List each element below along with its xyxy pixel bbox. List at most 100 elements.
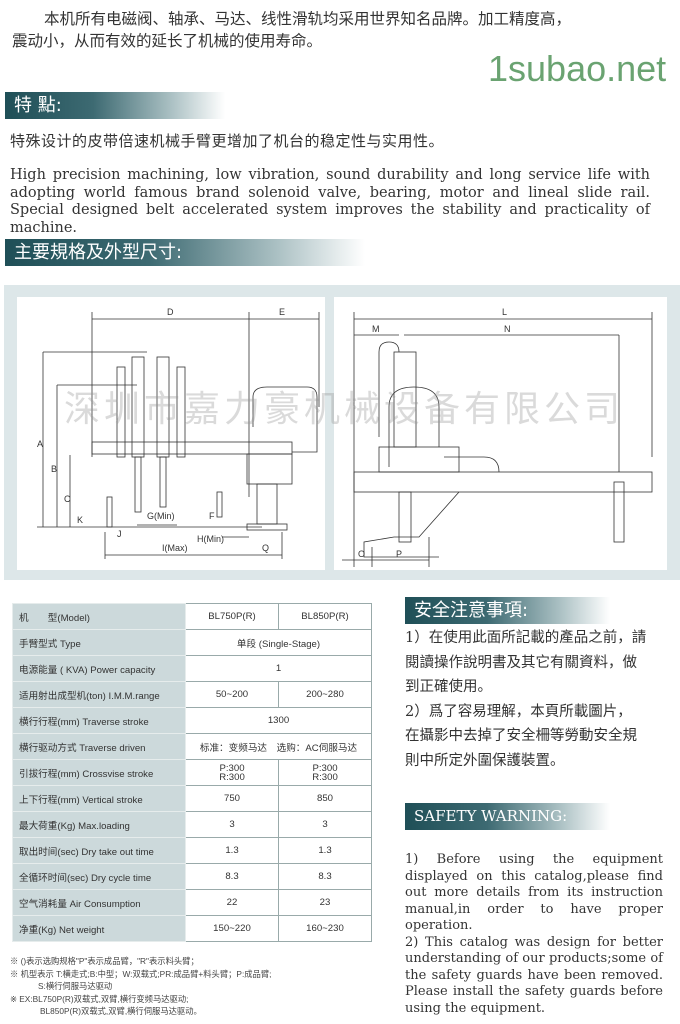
cell: 1.3 [185, 837, 279, 864]
cell: 160~230 [277, 915, 373, 942]
note-line: BL850P(R)双载式,双臂,横行伺服马达驱动。 [40, 1006, 202, 1016]
svg-text:E: E [279, 307, 285, 317]
cell: 850 [277, 785, 373, 812]
safety-line: 則中所定外圍保護裝置。 [405, 752, 565, 769]
site-watermark: 1subao.net [488, 48, 667, 89]
dimension-diagram: D E A B C K J G(Min) F H(Min) I(Max) Q [4, 285, 680, 580]
safety-line: 在攝影中去掉了安全柵等勞動安全規 [405, 728, 637, 744]
cell-line: R:300 [219, 771, 245, 783]
svg-text:C: C [64, 494, 71, 504]
en-line: adopting world famous brand solenoid val… [10, 184, 650, 201]
intro-text: 本机所有电磁阀、轴承、马达、线性滑轨均采用世界知名品牌。加工精度高， 震动小，从… [12, 8, 612, 52]
svg-text:L: L [502, 307, 507, 317]
safety-paragraph: 2) This catalog was design for better un… [405, 934, 663, 1016]
features-heading: 特 點: [5, 92, 225, 119]
table-row: 机 型(Model)BL750P(R)BL850P(R) [12, 603, 373, 630]
row-label: 横行行程(mm) Traverse stroke [12, 707, 186, 734]
safety-line: 2）爲了容易理解，本頁所載圖片， [405, 703, 632, 720]
svg-text:P: P [396, 549, 402, 559]
intro-line: 本机所有电磁阀、轴承、马达、线性滑轨均采用世界知名品牌。加工精度高， [44, 10, 572, 28]
model-850: BL850P(R) [277, 603, 373, 630]
cell: 8.3 [277, 863, 373, 890]
table-notes: ※ ()表示选购规格"P"表示成品臂，"R"表示料头臂； ※ 机型表示 T:横走… [10, 955, 271, 1018]
svg-text:J: J [117, 529, 122, 539]
row-label: 引拔行程(mm) Crossvise stroke [12, 759, 186, 786]
cell: 8.3 [185, 863, 279, 890]
model-750: BL750P(R) [185, 603, 279, 630]
svg-text:B: B [51, 464, 57, 474]
svg-text:M: M [372, 324, 380, 334]
svg-text:K: K [77, 515, 83, 525]
svg-text:Q: Q [262, 543, 269, 553]
note-line: S:横行伺服马达驱动 [38, 981, 113, 991]
safety-line: 閱讀操作說明書及其它有關資料，做 [405, 654, 637, 671]
cell: 200~280 [277, 681, 373, 708]
row-label: 适用射出成型机(ton) I.M.M.range [12, 681, 186, 708]
note-line: ※ ()表示选购规格"P"表示成品臂，"R"表示料头臂； [10, 956, 199, 966]
svg-text:F: F [209, 511, 215, 521]
cell: 3 [277, 811, 373, 838]
cell: 750 [185, 785, 279, 812]
svg-text:A: A [37, 439, 43, 449]
cell: 22 [185, 889, 279, 916]
safety-cn-heading: 安全注意事項: [405, 597, 610, 624]
safety-cn-text: 1）在使用此面所記載的產品之前，請 閱讀操作說明書及其它有關資料，做 到正確使用… [405, 626, 665, 773]
row-label: 取出时间(sec) Dry take out time [12, 837, 186, 864]
row-label: 净重(Kg) Net weight [12, 915, 186, 942]
side-view: D E A B C K J G(Min) F H(Min) I(Max) Q [17, 297, 325, 570]
cell: 150~220 [185, 915, 279, 942]
row-label: 手臂型式 Type [12, 629, 186, 656]
cell: 标准：变频马达 选购：AC伺服马达 [185, 733, 372, 760]
front-view: L M N O P [334, 297, 667, 570]
en-line: Special designed belt accelerated system… [10, 202, 650, 236]
company-watermark: 深圳市嘉力豪机械设备有限公司 [64, 389, 625, 430]
cell-line: P:300 [219, 762, 245, 774]
row-label: 最大荷重(Kg) Max.loading [12, 811, 186, 838]
dim-label-d: D [167, 307, 174, 317]
row-label: 机 型(Model) [12, 603, 186, 630]
row-label: 横行驱动方式 Traverse driven [12, 733, 186, 760]
cell: 1 [185, 655, 372, 682]
en-line: High precision machining, low vibration,… [10, 167, 650, 183]
note-line: ※ EX:BL750P(R)双载式,双臂,横行变频马达驱动; [10, 993, 189, 1004]
safety-en-heading: SAFETY WARNING: [405, 803, 610, 830]
svg-text:I(Max): I(Max) [162, 543, 188, 553]
cell: 单段 (Single-Stage) [185, 629, 372, 656]
svg-text:G(Min): G(Min) [147, 511, 175, 521]
cell: 23 [277, 889, 373, 916]
features-cn-text: 特殊设计的皮带倍速机械手臂更增加了机台的稳定性与实用性。 [10, 132, 445, 150]
safety-en-text: 1) Before using the equipment displayed … [405, 852, 663, 1017]
svg-text:O: O [358, 549, 365, 559]
cell: 3 [185, 811, 279, 838]
safety-line: 1）在使用此面所記載的產品之前，請 [405, 630, 647, 646]
cell: 50~200 [185, 681, 279, 708]
svg-text:N: N [504, 324, 511, 334]
intro-line: 震动小，从而有效的延长了机械的使用寿命。 [12, 32, 323, 50]
cell-line: P:300 [312, 762, 338, 774]
safety-paragraph: 1) Before using the equipment displayed … [405, 852, 663, 933]
row-label: 全循环时间(sec) Dry cycle time [12, 863, 186, 890]
row-label: 电源能量 ( KVA) Power capacity [12, 655, 186, 682]
row-label: 空气消耗量 Air Consumption [12, 889, 186, 916]
safety-line: 到正確使用。 [405, 679, 492, 695]
cell: 1300 [185, 707, 372, 734]
cell: 1.3 [277, 837, 373, 864]
row-label: 上下行程(mm) Vertical stroke [12, 785, 186, 812]
cell-line: R:300 [312, 771, 338, 783]
features-en-text: High precision machining, low vibration,… [10, 167, 650, 237]
